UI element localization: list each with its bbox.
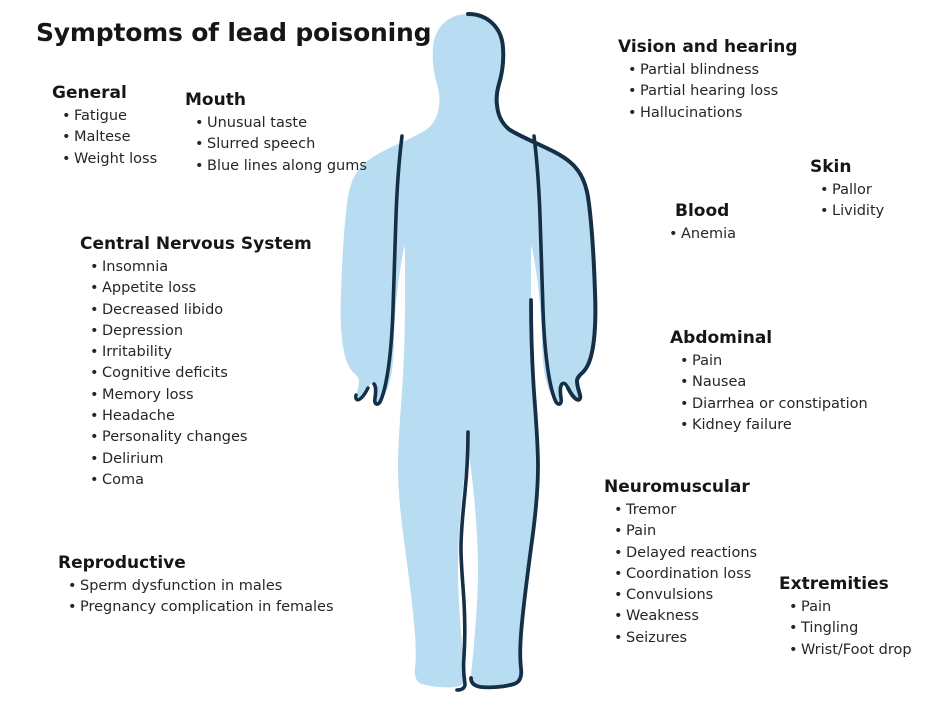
symptom-item: Tingling [789, 618, 912, 640]
symptom-item: Hallucinations [628, 103, 798, 125]
symptom-item: Partial blindness [628, 60, 798, 82]
symptom-group-extremities: Extremities Pain Tingling Wrist/Foot dro… [779, 574, 912, 661]
symptom-list: Sperm dysfunction in males Pregnancy com… [58, 576, 334, 619]
symptom-group-heading: Skin [810, 157, 852, 177]
symptom-item: Partial hearing loss [628, 81, 798, 103]
body-outline-right-foot-path [469, 676, 516, 690]
symptom-item: Wrist/Foot drop [789, 640, 912, 662]
page-title: Symptoms of lead poisoning [36, 18, 432, 47]
symptom-item: Headache [90, 406, 312, 428]
symptom-item: Nausea [680, 372, 868, 394]
symptom-group-skin: Skin Pallor Lividity [810, 157, 884, 223]
symptom-group-reproductive: Reproductive Sperm dysfunction in males … [58, 553, 334, 619]
body-outline-right-leg-path [512, 298, 540, 686]
symptom-group-heading: Central Nervous System [80, 234, 312, 254]
symptom-group-neuromuscular: Neuromuscular Tremor Pain Delayed reacti… [604, 477, 757, 649]
body-outline-right-path [466, 12, 598, 402]
symptom-item: Kidney failure [680, 415, 868, 437]
symptom-item: Pain [789, 597, 912, 619]
symptom-item: Pain [614, 521, 757, 543]
symptom-item: Delirium [90, 449, 312, 471]
symptom-item: Pallor [820, 180, 884, 202]
symptom-list: Pallor Lividity [810, 180, 884, 223]
symptom-item: Irritability [90, 342, 312, 364]
symptom-item: Depression [90, 321, 312, 343]
symptom-item: Weakness [614, 606, 757, 628]
symptom-item: Seizures [614, 628, 757, 650]
symptom-item: Anemia [669, 224, 736, 246]
symptom-item: Sperm dysfunction in males [68, 576, 334, 598]
symptom-item: Weight loss [62, 149, 157, 171]
symptom-item: Delayed reactions [614, 543, 757, 565]
symptom-group-heading: Vision and hearing [618, 37, 798, 57]
symptom-group-heading: Mouth [185, 90, 246, 110]
body-silhouette-svg [340, 12, 598, 692]
symptom-item: Lividity [820, 201, 884, 223]
symptom-group-blood: Blood Anemia [659, 201, 736, 246]
body-left-thumb-path [354, 386, 370, 402]
symptom-group-general: General Fatigue Maltese Weight loss [52, 83, 157, 170]
symptom-group-heading: Abdominal [670, 328, 773, 348]
body-outline-leg-separation-path [455, 430, 470, 692]
symptom-group-heading: General [52, 83, 127, 103]
symptom-item: Blue lines along gums [195, 156, 367, 178]
body-fill-path [340, 14, 596, 688]
symptom-list: Pain Tingling Wrist/Foot drop [779, 597, 912, 661]
symptom-item: Diarrhea or constipation [680, 394, 868, 416]
symptom-item: Maltese [62, 127, 157, 149]
symptom-group-heading: Neuromuscular [604, 477, 750, 497]
symptom-item: Coordination loss [614, 564, 757, 586]
symptom-group-abdominal: Abdominal Pain Nausea Diarrhea or consti… [670, 328, 868, 436]
symptom-item: Coma [90, 470, 312, 492]
symptom-item: Pregnancy complication in females [68, 597, 334, 619]
symptom-list: Fatigue Maltese Weight loss [52, 106, 157, 170]
symptom-item: Pain [680, 351, 868, 373]
symptom-group-vision-and-hearing: Vision and hearing Partial blindness Par… [618, 37, 798, 124]
symptom-list: Anemia [659, 224, 736, 246]
human-body-silhouette [318, 0, 618, 710]
symptom-item: Appetite loss [90, 278, 312, 300]
symptom-group-central-nervous-system: Central Nervous System Insomnia Appetite… [80, 234, 312, 492]
symptom-list: Insomnia Appetite loss Decreased libido … [80, 257, 312, 492]
symptom-list: Partial blindness Partial hearing loss H… [618, 60, 798, 124]
symptom-item: Cognitive deficits [90, 363, 312, 385]
symptom-group-heading: Reproductive [58, 553, 186, 573]
symptom-item: Slurred speech [195, 134, 367, 156]
symptom-list: Unusual taste Slurred speech Blue lines … [185, 113, 367, 177]
symptom-group-heading: Extremities [779, 574, 889, 594]
symptom-item: Insomnia [90, 257, 312, 279]
symptom-list: Tremor Pain Delayed reactions Coordinati… [604, 500, 757, 649]
symptom-item: Convulsions [614, 585, 757, 607]
body-right-thumb-path [560, 381, 570, 390]
symptom-item: Memory loss [90, 385, 312, 407]
symptom-list: Pain Nausea Diarrhea or constipation Kid… [670, 351, 868, 436]
symptom-group-mouth: Mouth Unusual taste Slurred speech Blue … [185, 90, 367, 177]
symptom-item: Decreased libido [90, 300, 312, 322]
symptom-item: Personality changes [90, 427, 312, 449]
symptom-group-heading: Blood [675, 201, 730, 221]
symptom-item: Fatigue [62, 106, 157, 128]
symptom-item: Tremor [614, 500, 757, 522]
body-outline-left-inner-arm-path [372, 134, 404, 406]
body-outline-right-inner-arm-path [532, 134, 564, 406]
symptom-item: Unusual taste [195, 113, 367, 135]
